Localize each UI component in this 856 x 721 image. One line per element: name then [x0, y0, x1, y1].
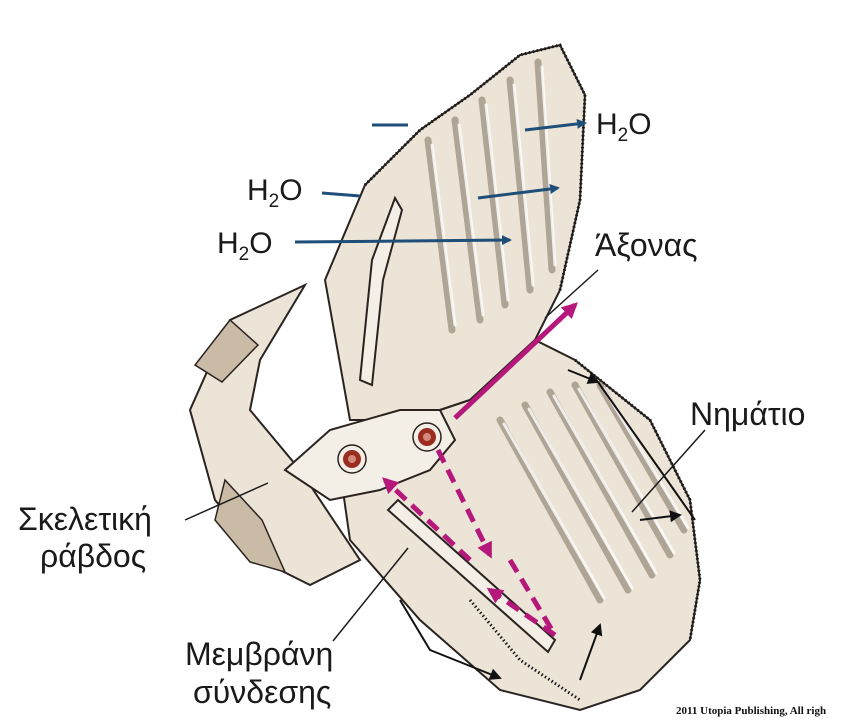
label-skeletal-rod-line2: ράβδος — [40, 538, 146, 574]
water-flow-arrows — [294, 118, 587, 246]
label-skeletal-rod-line1: Σκελετική — [18, 501, 152, 537]
label-filament: Νημάτιο — [690, 396, 805, 432]
label-axon: Άξονας — [595, 227, 698, 263]
label-h2o-middle-left: H2O — [247, 174, 303, 212]
current-arrows — [399, 369, 696, 681]
skeletal-rod-junction — [283, 409, 457, 502]
upper-filament — [323, 43, 587, 421]
blood-vessel-right — [412, 422, 442, 452]
leader-lines — [184, 269, 706, 642]
label-h2o-top-right: H2O — [596, 108, 652, 146]
label-membrane-line2: σύνδεσης — [193, 674, 331, 710]
label-membrane-line1: Μεμβράνη — [185, 636, 333, 672]
blood-vessel-left — [337, 444, 367, 474]
gill-arch — [188, 282, 362, 587]
blood-flow-arrows — [382, 302, 578, 638]
label-h2o-lower-left: H2O — [217, 227, 273, 265]
copyright-credit: 2011 Utopia Publishing, All righ — [676, 705, 826, 717]
